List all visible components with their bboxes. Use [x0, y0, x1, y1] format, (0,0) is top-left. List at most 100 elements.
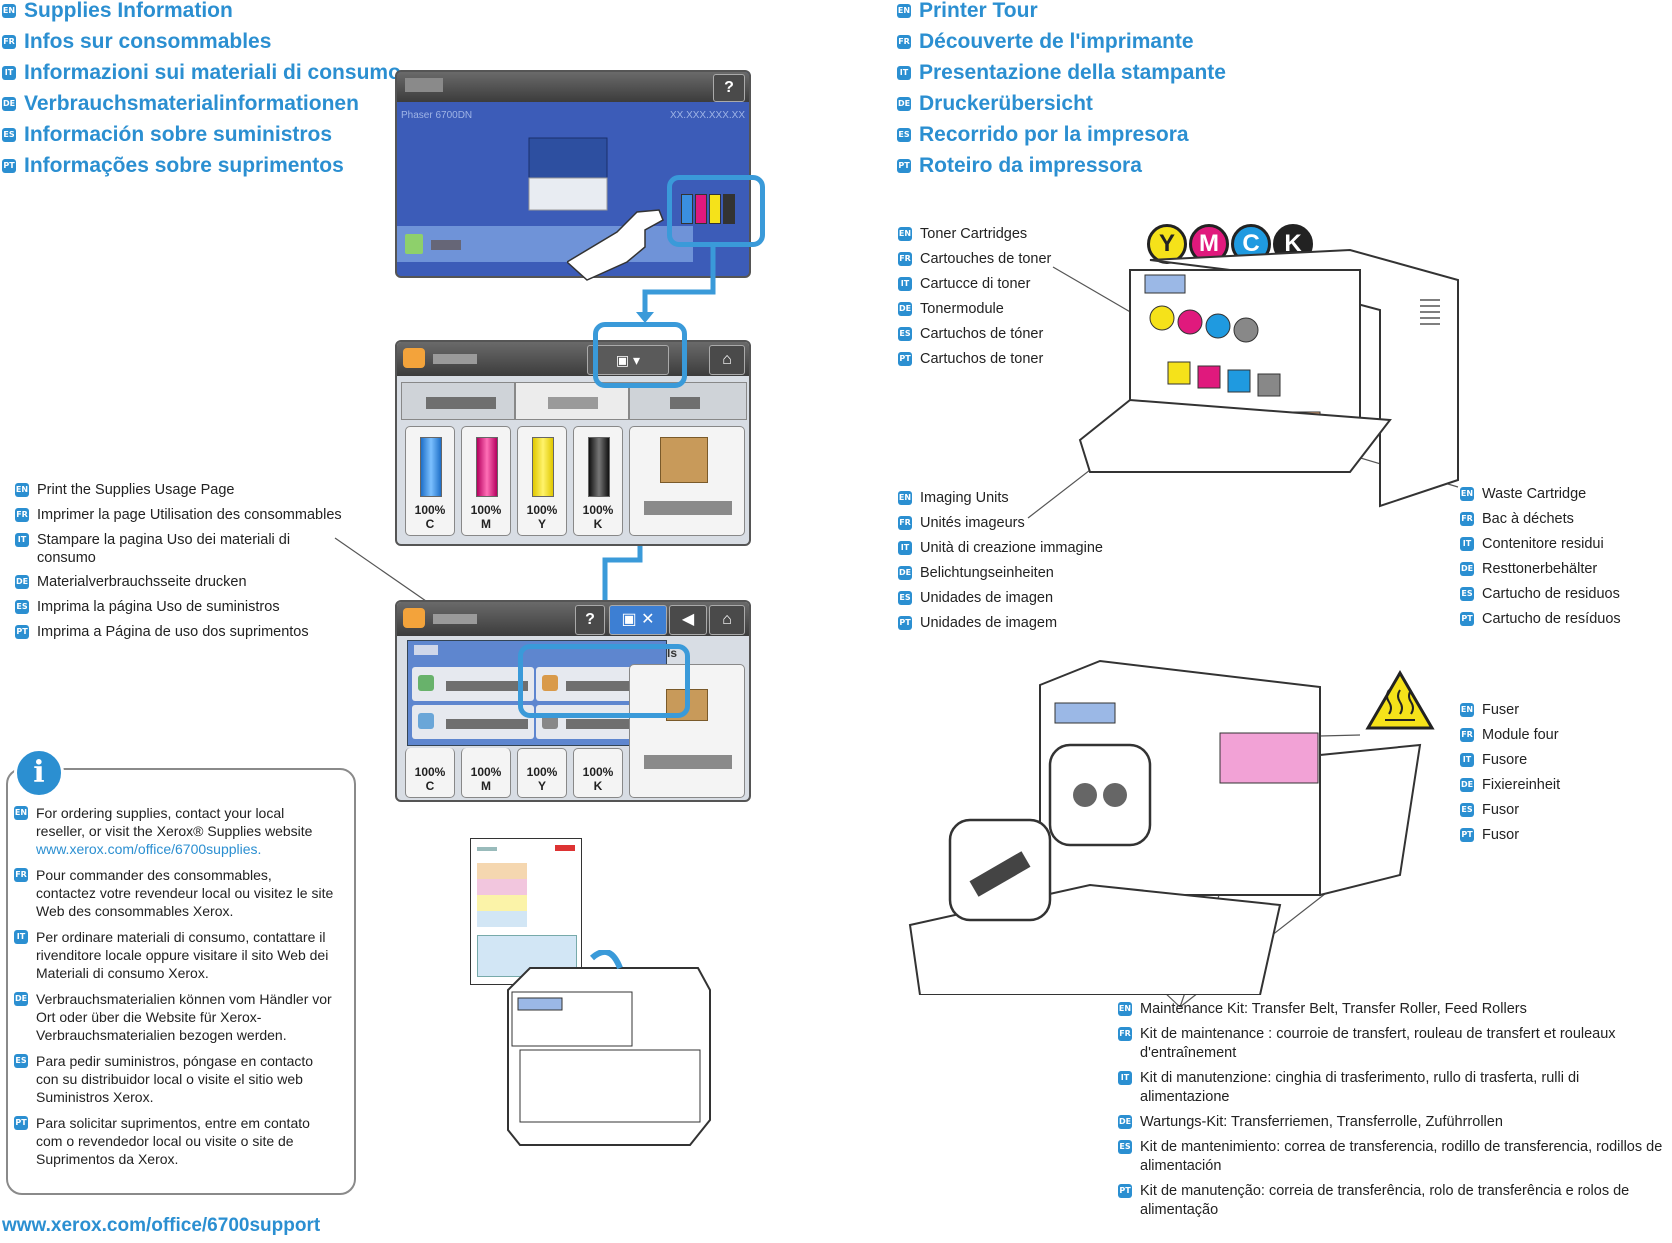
- info-page-icon: [418, 675, 434, 691]
- help-button[interactable]: ?: [713, 74, 745, 102]
- magenta-toner-icon: [695, 194, 707, 224]
- label-text: Cartuchos de tóner: [920, 326, 1044, 342]
- toner-label: 100%M: [462, 765, 510, 793]
- heading-text: Presentazione della stampante: [919, 61, 1226, 84]
- label-text: Belichtungseinheiten: [920, 565, 1054, 581]
- print-dropdown: [407, 640, 667, 746]
- toner-level-bar: [532, 437, 554, 497]
- lang-badge: FR: [898, 252, 912, 266]
- lang-badge: FR: [15, 508, 29, 522]
- label-text: Kit de mantenimiento: correa de transfer…: [1140, 1139, 1663, 1174]
- toner-pct: 100%: [414, 765, 446, 779]
- label-text: Module four: [1482, 727, 1559, 743]
- label-text: Cartucce di toner: [920, 276, 1031, 292]
- jobs-bar[interactable]: [397, 226, 693, 262]
- waste-card[interactable]: [629, 426, 745, 536]
- toner-letter: M: [481, 779, 491, 793]
- lang-badge: FR: [1460, 512, 1474, 526]
- lang-badge: IT: [2, 65, 16, 80]
- dropdown-title-placeholder: [414, 645, 438, 655]
- heading-text: Recorrido por la impresora: [919, 123, 1189, 146]
- lang-badge: PT: [898, 352, 912, 366]
- toner-card-black[interactable]: 100%K: [573, 426, 623, 536]
- tab-3[interactable]: [629, 382, 747, 420]
- back-arrow-icon[interactable]: ◀: [669, 605, 707, 635]
- menu-item-configuration[interactable]: [412, 705, 534, 739]
- label-text: Toner Cartridges: [920, 226, 1028, 242]
- usage-text: Imprima a Página de uso dos suprimentos: [37, 624, 309, 640]
- toner-pct: 100%: [470, 503, 502, 517]
- usage-text: Imprimer la page Utilisation des consomm…: [37, 507, 342, 523]
- toner-label: 100%C: [406, 765, 454, 793]
- lang-badge: FR: [14, 868, 28, 882]
- print-menu-open-button[interactable]: ▣ ✕: [609, 605, 667, 635]
- menu-item-information[interactable]: [412, 667, 534, 701]
- home-icon[interactable]: ⌂: [709, 345, 745, 375]
- xerox-logo: [555, 845, 575, 851]
- toner-pct: 100%: [470, 765, 502, 779]
- printer-side-illustration: [908, 659, 1422, 995]
- menu-label-placeholder: [446, 719, 528, 729]
- print-menu-button[interactable]: ▣ ▾: [587, 345, 669, 375]
- home-icon[interactable]: ⌂: [709, 605, 745, 635]
- toner-card-yellow[interactable]: 100%Y: [517, 426, 567, 536]
- top-bar: ▣ ▾ ⌂: [397, 342, 749, 376]
- toner-letter: K: [593, 779, 603, 793]
- toner-card-yellow[interactable]: 100%Y: [517, 748, 567, 798]
- toner-label: 100%Y: [518, 765, 566, 793]
- label-text: Kit de maintenance : courroie de transfe…: [1140, 1026, 1616, 1061]
- heading-text: Roteiro da impressora: [919, 154, 1142, 177]
- lang-badge: IT: [14, 930, 28, 944]
- toner-label: 100%M: [462, 503, 510, 531]
- supplies-button[interactable]: [677, 190, 735, 226]
- supplies-link[interactable]: www.xerox.com/office/6700supplies.: [36, 841, 262, 857]
- toner-pct: 100%: [582, 765, 614, 779]
- support-url[interactable]: www.xerox.com/office/6700support: [2, 1215, 321, 1236]
- menu-label-placeholder: [566, 719, 654, 729]
- toner-card-cyan[interactable]: 100%C: [405, 426, 455, 536]
- help-button[interactable]: ?: [575, 605, 605, 635]
- toner-card-magenta[interactable]: 100%M: [461, 426, 511, 536]
- tab-1[interactable]: [401, 382, 515, 420]
- heading-text: Informazioni sui materiali di consumo: [24, 61, 401, 84]
- lang-badge: DE: [1460, 562, 1474, 576]
- lang-badge: EN: [898, 227, 912, 241]
- toner-label: 100%K: [574, 503, 622, 531]
- label-row: IT Cartucce di toner: [898, 272, 1051, 297]
- lang-badge: IT: [898, 277, 912, 291]
- toner-card-black[interactable]: 100%K: [573, 748, 623, 798]
- toner-label: 100%K: [574, 765, 622, 793]
- toner-card-magenta[interactable]: 100%M: [461, 748, 511, 798]
- supplies-app-icon: [403, 348, 425, 368]
- ip-address: XX.XXX.XXX.XX: [669, 110, 745, 121]
- print-menu-highlight: [593, 322, 687, 388]
- lang-badge: DE: [897, 96, 911, 111]
- toner-card-cyan[interactable]: 100%C: [405, 748, 455, 798]
- tab-2[interactable]: [515, 382, 629, 420]
- lang-badge: FR: [2, 34, 16, 49]
- hand-pointer-icon: [567, 209, 664, 281]
- usage-text: Materialverbrauchsseite drucken: [37, 574, 247, 590]
- heading-text: Verbrauchsmaterialinformationen: [24, 92, 359, 115]
- yellow-toner-icon: [709, 194, 721, 224]
- label-text: Unidades de imagen: [920, 590, 1054, 606]
- print-menu-screen: ? ▣ ✕ ◀ ⌂ ls 100%C 100%M 100%Y 100%K: [395, 600, 751, 802]
- label-text: Tonermodule: [920, 301, 1004, 317]
